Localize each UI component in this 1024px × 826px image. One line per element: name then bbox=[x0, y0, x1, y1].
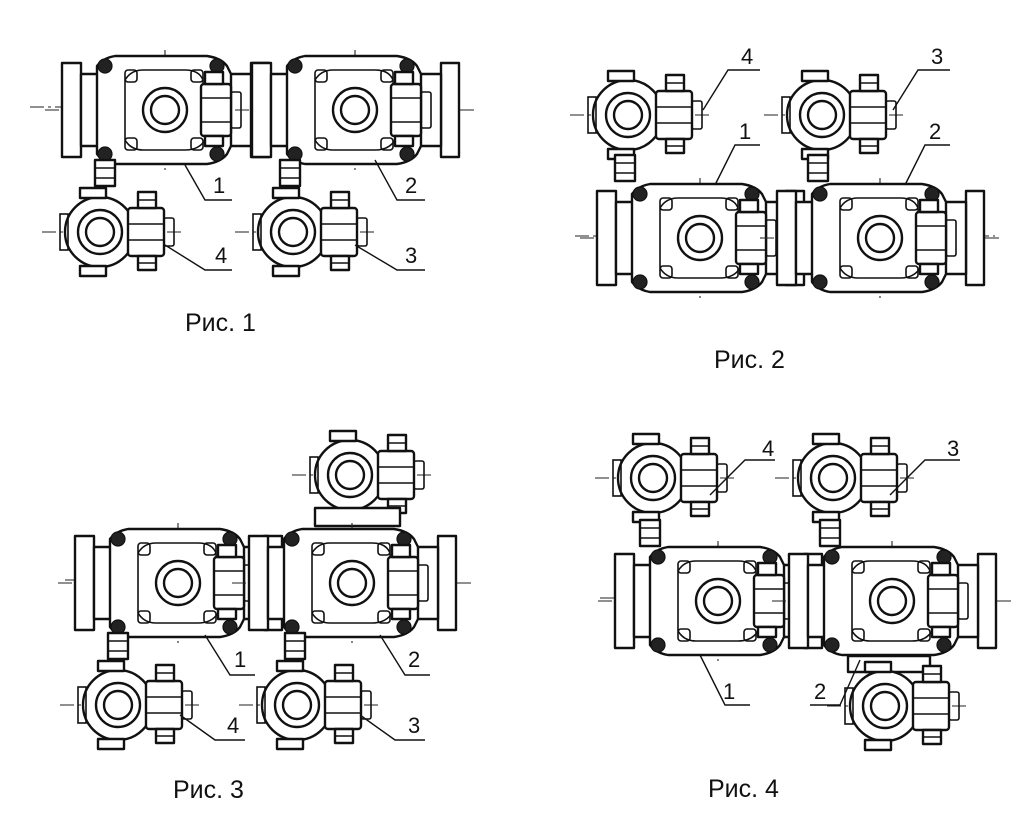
callout-4: 4 bbox=[762, 436, 774, 461]
callout-4: 4 bbox=[215, 243, 227, 268]
callout-4: 4 bbox=[741, 44, 753, 69]
callout-4: 4 bbox=[227, 713, 239, 738]
callout-1: 1 bbox=[739, 119, 751, 144]
pump-body-2 bbox=[770, 539, 1014, 663]
callout-3: 3 bbox=[931, 44, 943, 69]
pump-body-2 bbox=[758, 176, 1002, 300]
pump-unit-4 bbox=[58, 659, 202, 751]
figure-2: 4 3 1 2 Рис. 2 bbox=[568, 44, 1002, 374]
pump-unit-3 bbox=[762, 69, 906, 161]
callout-leaders bbox=[179, 634, 430, 741]
callout-2: 2 bbox=[814, 679, 826, 704]
figure-1: 1 2 3 4 Рис. 1 bbox=[30, 48, 477, 337]
pump-unit-4 bbox=[593, 432, 737, 524]
mounting-plate bbox=[313, 506, 402, 528]
callout-3: 3 bbox=[405, 243, 417, 268]
callout-1: 1 bbox=[723, 679, 735, 704]
figure-caption: Рис. 1 bbox=[185, 309, 256, 337]
pump-body-2 bbox=[230, 521, 474, 645]
pump-unit-4 bbox=[568, 69, 712, 161]
connection-pipe bbox=[278, 158, 302, 188]
connection-pipe bbox=[106, 631, 130, 661]
figure-3: 1 2 3 4 Рис. 3 bbox=[56, 429, 474, 804]
callout-3: 3 bbox=[408, 713, 420, 738]
connection-pipe bbox=[283, 631, 307, 661]
callout-3: 3 bbox=[947, 436, 959, 461]
callout-2: 2 bbox=[408, 647, 420, 672]
connection-pipe bbox=[613, 153, 637, 183]
callout-leaders bbox=[164, 159, 425, 271]
pump-unit-top bbox=[290, 429, 434, 521]
connection-pipe bbox=[638, 518, 662, 548]
pump-unit-3 bbox=[237, 659, 381, 751]
callout-leaders bbox=[699, 459, 960, 706]
pump-body-2 bbox=[233, 48, 477, 172]
callout-1: 1 bbox=[213, 173, 225, 198]
callout-2: 2 bbox=[929, 119, 941, 144]
callout-leaders bbox=[702, 69, 950, 186]
connection-pipe bbox=[93, 158, 117, 188]
figure-4: 4 3 1 2 Рис. 4 bbox=[593, 432, 1014, 803]
figure-caption: Рис. 4 bbox=[708, 775, 779, 803]
connection-pipe bbox=[806, 153, 830, 183]
connection-pipe bbox=[818, 518, 842, 548]
pump-unit-4 bbox=[40, 186, 184, 278]
figure-caption: Рис. 2 bbox=[714, 346, 785, 374]
callout-1: 1 bbox=[234, 647, 246, 672]
pump-unit-3 bbox=[773, 432, 917, 524]
figure-caption: Рис. 3 bbox=[173, 776, 244, 804]
pump-unit-bottom bbox=[825, 660, 969, 752]
callout-2: 2 bbox=[405, 173, 417, 198]
pump-unit-3 bbox=[233, 186, 377, 278]
